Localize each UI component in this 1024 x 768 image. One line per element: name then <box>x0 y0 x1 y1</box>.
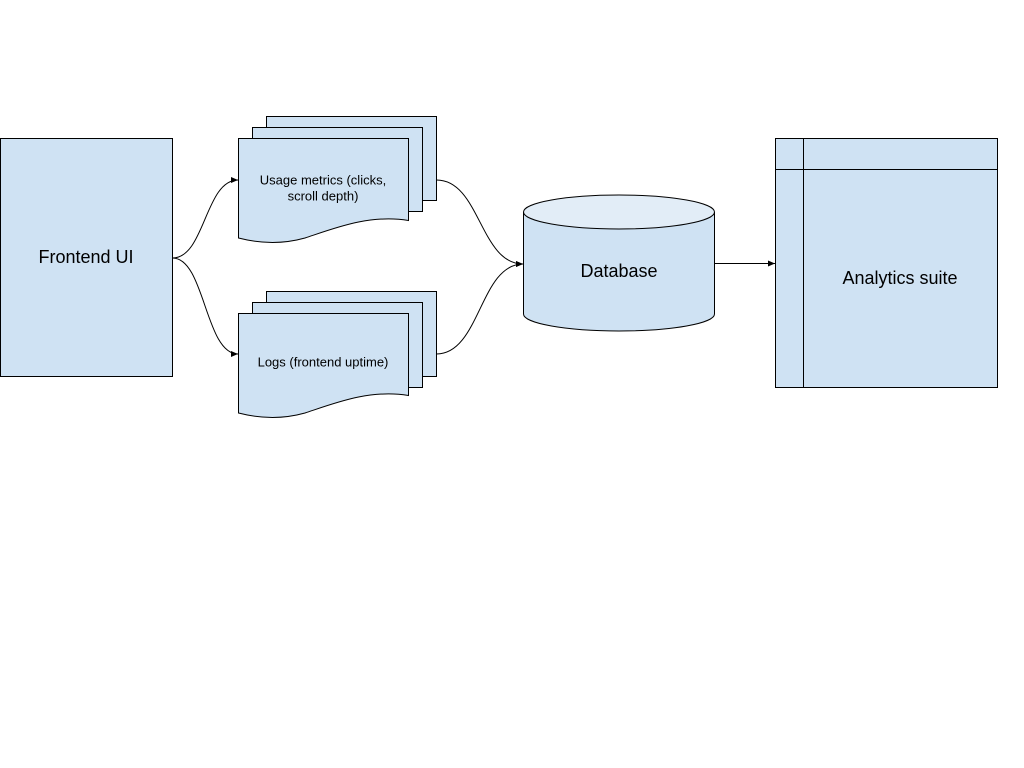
analytics-suite-label: Analytics suite <box>842 268 957 288</box>
usage-metrics-label-line-2: scroll depth) <box>288 188 359 203</box>
edge-frontend-to-usage-metrics <box>172 177 239 259</box>
logs-front-page <box>238 313 409 419</box>
edge-usage-metrics-to-database <box>436 179 524 267</box>
frontend-ui-label: Frontend UI <box>38 247 133 267</box>
database-label: Database <box>580 261 657 281</box>
edge-frontend-to-logs <box>172 257 239 357</box>
analytics-suite-node[interactable]: Analytics suite <box>775 138 998 388</box>
usage-metrics-label-line-1: Usage metrics (clicks, <box>260 172 386 187</box>
database-top <box>523 194 715 230</box>
frontend-ui-node[interactable]: Frontend UI <box>0 138 173 377</box>
logs-label: Logs (frontend uptime) <box>258 354 389 369</box>
usage-metrics-front-page <box>238 138 409 244</box>
database-body <box>523 212 715 332</box>
edge-logs-to-database <box>436 261 524 355</box>
usage-metrics-node[interactable]: Usage metrics (clicks, scroll depth) <box>238 116 437 244</box>
logs-node[interactable]: Logs (frontend uptime) <box>238 291 437 419</box>
database-node[interactable]: Database <box>523 194 715 332</box>
